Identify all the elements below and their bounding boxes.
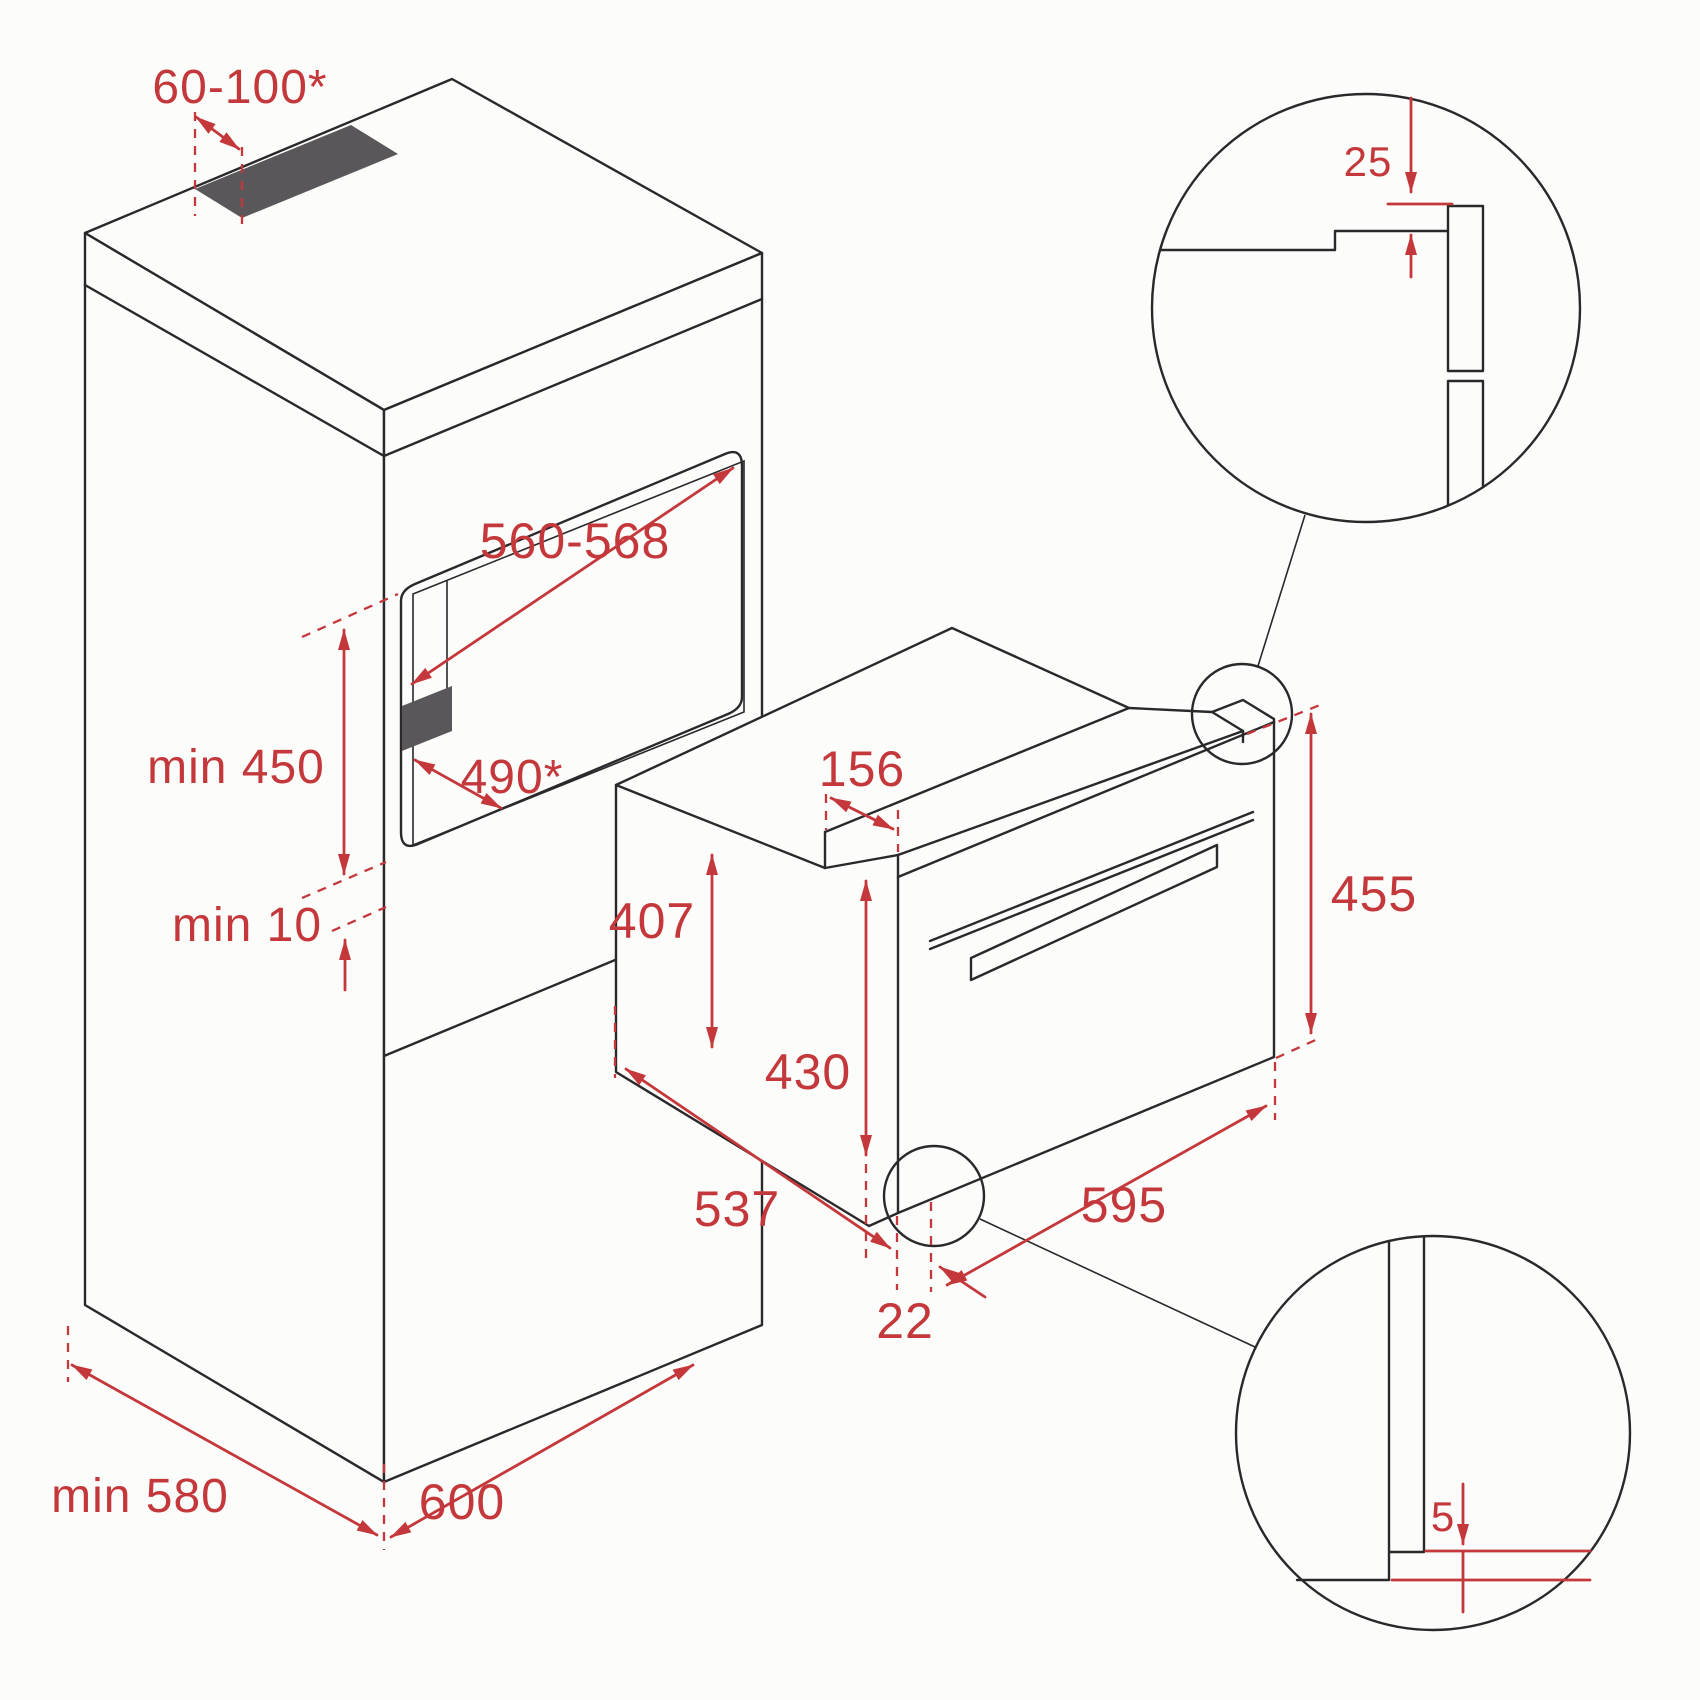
dim-front-width: 595 <box>945 1062 1277 1287</box>
dim-label-front-width: 595 <box>1081 1177 1167 1233</box>
oven-strip-right-cap <box>1210 710 1245 744</box>
dim-label-detail-top: 25 <box>1344 138 1393 185</box>
dim-label-door-offset: 22 <box>876 1293 934 1349</box>
dim-niche-height: min 450 <box>147 592 399 900</box>
dim-label-cabinet-width: 600 <box>419 1474 505 1530</box>
dim-cabinet-width: 600 <box>382 1363 695 1550</box>
dim-niche-width: 560-568 <box>410 466 735 686</box>
dim-label-front-height: 455 <box>1331 866 1417 922</box>
leader-line-bottom-detail <box>979 1218 1256 1348</box>
dim-label-cabinet-depth: min 580 <box>51 1470 229 1523</box>
oven-notch-bottom-edge <box>823 853 900 870</box>
cabinet-left-face <box>83 231 386 1484</box>
dim-label-body-height: 407 <box>609 893 695 949</box>
dim-body-depth: 537 <box>613 1006 892 1250</box>
callout-circle-top-corner <box>1190 662 1294 766</box>
oven-door-top-edge <box>896 720 1276 879</box>
niche-floor-vent-strip <box>402 686 452 751</box>
detail-bottom-circle <box>1234 1234 1632 1632</box>
dim-detail-top-clearance: 25 <box>1344 96 1454 279</box>
dim-body-height: 407 <box>609 853 718 1049</box>
cabinet-top-panel-line <box>83 283 764 458</box>
oven-door-trim-line-1 <box>928 810 1255 943</box>
dim-niche-floor-depth: 490* <box>413 751 564 810</box>
dim-cabinet-depth: min 580 <box>51 1326 379 1537</box>
cabinet-top-vent-opening <box>195 125 398 218</box>
dim-bottom-clearance: min 10 <box>172 899 387 992</box>
detail-top-oven-panel-section <box>1446 204 1485 507</box>
oven-strip-front-top-edge <box>896 729 1245 857</box>
dim-label-bottom-clearance: min 10 <box>172 899 322 952</box>
dim-label-door-height: 430 <box>765 1044 851 1100</box>
leader-line-top-detail <box>1257 514 1306 667</box>
dim-vent-top: 60-100* <box>152 61 327 226</box>
niche-opening <box>399 450 744 848</box>
detail-view-top: 25 <box>1150 92 1582 524</box>
dim-strip-depth: 156 <box>819 741 905 852</box>
dimensions: 60-100* 560-568 min 450 min 10 490* min … <box>51 61 1417 1550</box>
dim-label-vent-top: 60-100* <box>152 61 327 114</box>
detail-top-cabinet-section <box>1158 229 1450 252</box>
dim-label-niche-floor-depth: 490* <box>461 751 564 804</box>
detail-view-bottom: 5 <box>1234 1234 1632 1632</box>
dim-label-niche-width: 560-568 <box>480 513 671 569</box>
dim-label-detail-bottom: 5 <box>1431 1493 1455 1540</box>
oven-top-left-edge <box>614 783 827 870</box>
dim-detail-bottom-clearance: 5 <box>1390 1482 1592 1614</box>
dim-label-strip-depth: 156 <box>819 741 905 797</box>
detail-bottom-door-section <box>1295 1235 1426 1582</box>
oven-door-handle <box>969 843 1219 982</box>
dim-front-height: 455 <box>1246 703 1417 1060</box>
dim-label-body-depth: 537 <box>694 1181 780 1237</box>
dim-label-niche-height: min 450 <box>147 741 325 794</box>
detail-top-circle <box>1150 92 1582 524</box>
oven-door-trim-line-2 <box>928 818 1255 951</box>
dim-door-offset: 22 <box>876 1202 987 1349</box>
